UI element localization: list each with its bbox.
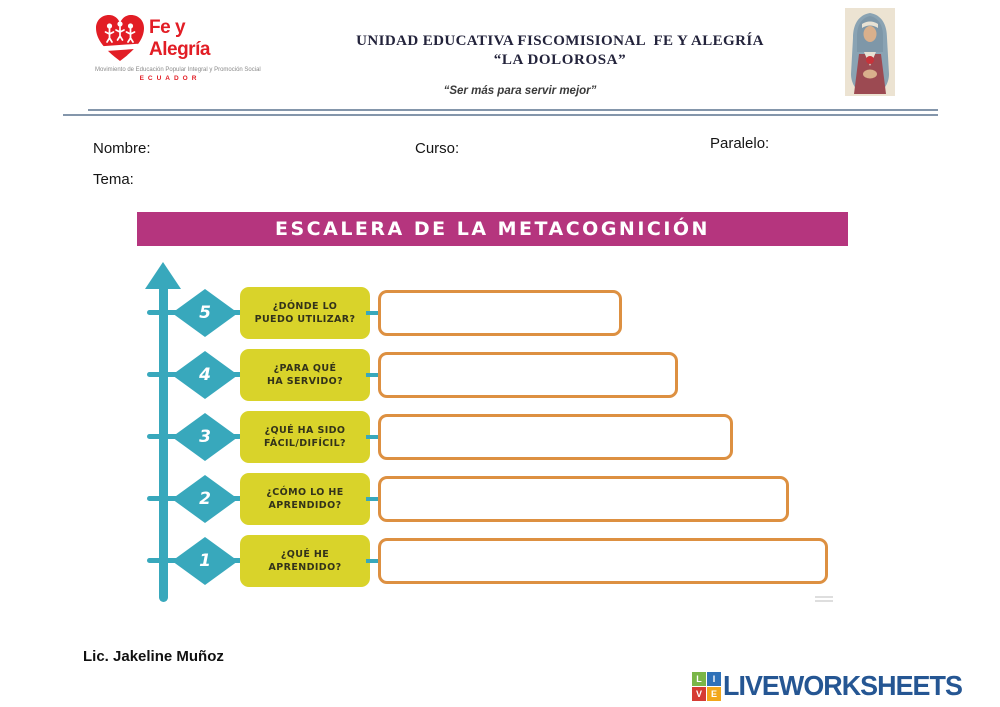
question-line-1: ¿QUÉ HA SIDO bbox=[264, 424, 346, 436]
header-divider-bottom bbox=[63, 114, 938, 116]
question-line-2: PUEDO UTILIZAR? bbox=[254, 314, 356, 325]
logo-title: Fe y Alegría bbox=[149, 17, 210, 60]
school-name-2: “LA DOLOROSA” bbox=[493, 52, 627, 68]
step-question-box: ¿CÓMO LO HE APRENDIDO? bbox=[240, 473, 370, 525]
step-number-badge: 3 bbox=[172, 413, 238, 461]
step-question-box: ¿QUÉ HE APRENDIDO? bbox=[240, 535, 370, 587]
brand-wordmark: LIVEWORKSHEETS bbox=[723, 670, 963, 701]
step-number: 4 bbox=[199, 365, 211, 385]
nombre-label: Nombre: bbox=[93, 140, 151, 157]
question-line-2: HA SERVIDO? bbox=[266, 376, 344, 387]
answer-input-5[interactable] bbox=[378, 290, 622, 336]
question-line-2: APRENDIDO? bbox=[268, 500, 342, 511]
answer-input-4[interactable] bbox=[378, 352, 678, 398]
question-line-1: ¿PARA QUÉ bbox=[273, 362, 337, 374]
paralelo-label: Paralelo: bbox=[710, 135, 770, 152]
ladder-step-3: 3 ¿QUÉ HA SIDO FÁCIL/DIFÍCIL? bbox=[0, 411, 1000, 463]
ladder-step-5: 5 ¿DÓNDE LO PUEDO UTILIZAR? bbox=[0, 287, 1000, 339]
step-question-box: ¿PARA QUÉ HA SERVIDO? bbox=[240, 349, 370, 401]
ladder-step-2: 2 ¿CÓMO LO HE APRENDIDO? bbox=[0, 473, 1000, 525]
step-question-box: ¿DÓNDE LO PUEDO UTILIZAR? bbox=[240, 287, 370, 339]
answer-input-1[interactable] bbox=[378, 538, 828, 584]
school-name: UNIDAD EDUCATIVA FISCOMISIONAL FE Y ALEG… bbox=[356, 33, 764, 49]
la-dolorosa-image bbox=[845, 8, 895, 96]
step-number-badge: 5 bbox=[172, 289, 238, 337]
step-question-box: ¿QUÉ HA SIDO FÁCIL/DIFÍCIL? bbox=[240, 411, 370, 463]
logo-country: ECUADOR bbox=[139, 75, 201, 82]
question-line-2: APRENDIDO? bbox=[268, 562, 342, 573]
brand-square-i: I bbox=[707, 671, 721, 686]
header-divider-top bbox=[88, 109, 938, 111]
question-line-2: FÁCIL/DIFÍCIL? bbox=[264, 438, 346, 449]
answer-connector bbox=[366, 311, 380, 315]
school-header: UNIDAD EDUCATIVA FISCOMISIONAL FE Y ALEG… bbox=[330, 33, 790, 97]
teacher-signature: Lic. Jakeline Muñoz bbox=[83, 648, 224, 665]
ladder-axis-line bbox=[159, 280, 168, 602]
step-number-badge: 2 bbox=[172, 475, 238, 523]
step-number-badge: 1 bbox=[172, 537, 238, 585]
logo-subtitle: Movimiento de Educación Popular Integral… bbox=[95, 67, 261, 73]
step-number: 3 bbox=[199, 427, 211, 447]
brand-square-e: E bbox=[707, 686, 721, 701]
answer-connector bbox=[366, 435, 380, 439]
answer-connector bbox=[366, 373, 380, 377]
school-motto: “Ser más para servir mejor” bbox=[443, 85, 597, 97]
answer-input-3[interactable] bbox=[378, 414, 733, 460]
step-number: 1 bbox=[199, 551, 211, 571]
step-number-badge: 4 bbox=[172, 351, 238, 399]
answer-input-2[interactable] bbox=[378, 476, 789, 522]
fe-y-alegria-logo: Fe y Alegría Movimiento de Educación Pop… bbox=[95, 13, 261, 93]
tiny-watermark bbox=[815, 596, 833, 604]
curso-label: Curso: bbox=[415, 140, 460, 157]
liveworksheets-logo: L I V E LIVEWORKSHEETS bbox=[692, 670, 972, 702]
diagram-title-banner: ESCALERA DE LA METACOGNICIÓN bbox=[137, 212, 848, 246]
liveworksheets-icon: L I V E bbox=[692, 671, 721, 701]
tema-label: Tema: bbox=[93, 171, 134, 188]
question-line-1: ¿QUÉ HE bbox=[280, 548, 330, 560]
ladder-step-4: 4 ¿PARA QUÉ HA SERVIDO? bbox=[0, 349, 1000, 401]
answer-connector bbox=[366, 497, 380, 501]
step-number: 5 bbox=[199, 303, 211, 323]
answer-connector bbox=[366, 559, 380, 563]
question-line-1: ¿CÓMO LO HE bbox=[266, 486, 344, 498]
brand-square-l: L bbox=[692, 671, 706, 686]
question-line-1: ¿DÓNDE LO bbox=[272, 300, 338, 312]
heart-logo-icon bbox=[95, 13, 145, 65]
step-number: 2 bbox=[199, 489, 211, 509]
ladder-step-1: 1 ¿QUÉ HE APRENDIDO? bbox=[0, 535, 1000, 587]
brand-square-v: V bbox=[692, 686, 706, 701]
diagram-title: ESCALERA DE LA METACOGNICIÓN bbox=[275, 218, 710, 240]
